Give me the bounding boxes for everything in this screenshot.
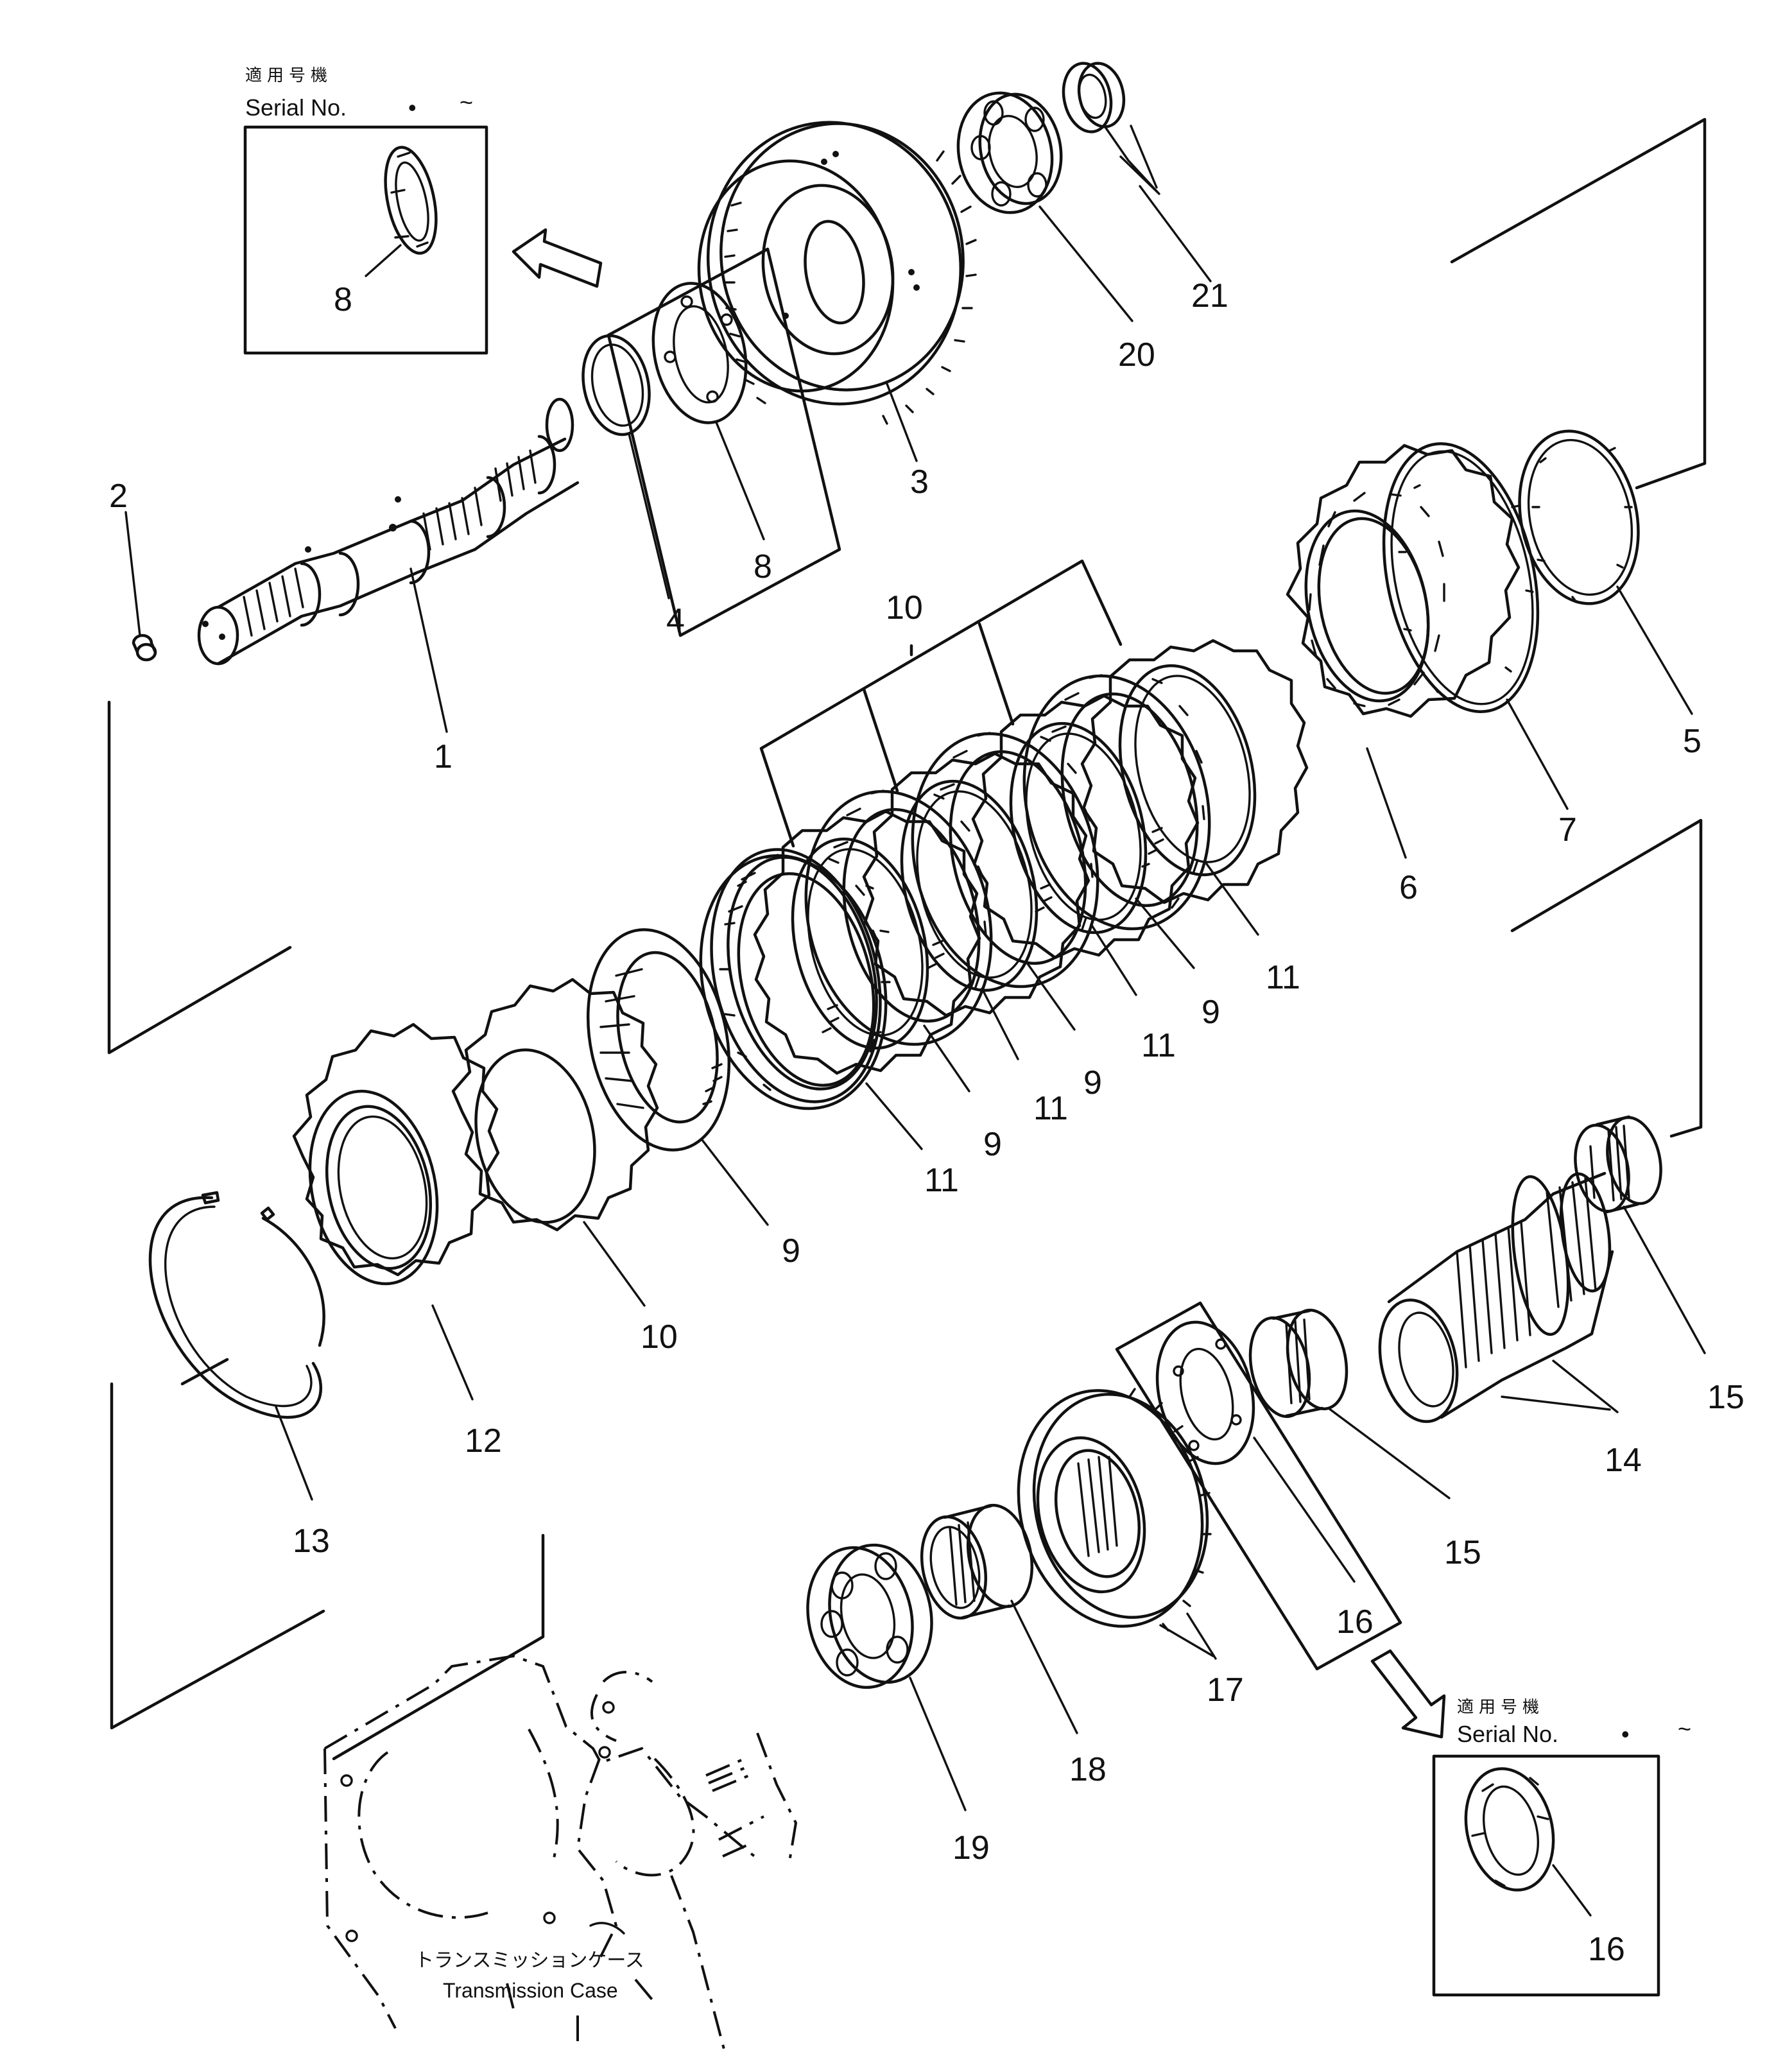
- serial-inset-top: 適用号機 Serial No. • ~ 8: [243, 65, 488, 355]
- callout-9-d: 9: [1202, 994, 1220, 1031]
- arrow-to-inset-bottom: [1370, 1649, 1446, 1739]
- callout-1: 1: [434, 738, 452, 775]
- inset-top-bullet: •: [408, 94, 417, 121]
- callout-14: 14: [1605, 1442, 1642, 1479]
- inset-top-serial-label: Serial No.: [245, 94, 347, 121]
- case-en-label: Transmission Case: [443, 1979, 618, 2002]
- washer-16-inset: [1464, 1767, 1555, 1892]
- callout-10-top: 10: [886, 589, 923, 626]
- callout-8-inset: 8: [334, 281, 352, 318]
- callout-10-bottom: 10: [641, 1318, 678, 1356]
- inset-bottom-jp-label: 適用号機: [1457, 1697, 1544, 1716]
- callout-11-c: 11: [1141, 1027, 1176, 1064]
- separator-plate-part-6: [1286, 444, 1521, 718]
- needle-bearing-part-18: [920, 1503, 1034, 1620]
- callout-7: 7: [1558, 811, 1577, 849]
- callout-15-lower: 15: [1444, 1534, 1481, 1571]
- callout-20: 20: [1118, 336, 1155, 374]
- callout-12: 12: [465, 1422, 502, 1460]
- snap-ring-part-21: [1062, 62, 1126, 134]
- callout-9-a: 9: [782, 1232, 800, 1270]
- pin-part-2: [132, 634, 157, 662]
- bearing-part-20: [956, 91, 1063, 214]
- roller-bearing-part-15-upper: [1574, 1115, 1662, 1214]
- transmission-case: トランスミッションケース Transmission Case: [323, 1654, 798, 2054]
- inset-bottom-serial-label: Serial No.: [1457, 1721, 1558, 1747]
- callout-18: 18: [1069, 1751, 1107, 1788]
- roller-bearing-part-15-lower: [1248, 1308, 1348, 1419]
- case-jp-label: トランスミッションケース: [415, 1950, 644, 1971]
- serial-inset-bottom: 適用号機 Serial No. • ~ 16: [1432, 1697, 1691, 1997]
- bearing-part-19: [806, 1543, 933, 1689]
- ring-part-5: [1518, 429, 1640, 605]
- snap-ring-part-13: [148, 1191, 325, 1419]
- gear-shaft-part-14: [1378, 1171, 1614, 1423]
- friction-disc-part-9: [586, 928, 731, 1152]
- disc-11-c: [971, 694, 1200, 960]
- inset-top-box: [243, 125, 488, 355]
- callout-2: 2: [109, 478, 128, 515]
- callout-11-d: 11: [1266, 959, 1300, 996]
- separator-plate-part-10: [451, 978, 659, 1232]
- clutch-disc-pack: [699, 639, 1309, 1110]
- disc-11-rear: [1080, 639, 1309, 904]
- ring-part-7: [1382, 442, 1540, 713]
- bracket-10: 10: [759, 559, 1123, 848]
- inset-bottom-box: [1432, 1754, 1660, 1997]
- callout-17: 17: [1207, 1671, 1244, 1709]
- callout-5: 5: [1683, 723, 1702, 760]
- inset-top-jp-label: 適用号機: [245, 65, 332, 85]
- callout-6: 6: [1399, 869, 1418, 906]
- inset-top-dash: ~: [460, 89, 473, 116]
- clutch-drum-part-3: [697, 121, 977, 425]
- arrow-to-inset-top: [512, 228, 603, 288]
- washer-8-group: 8: [607, 247, 841, 637]
- callout-16-inset: 16: [1588, 1931, 1625, 1968]
- callout-8: 8: [754, 548, 772, 585]
- inset-bottom-bullet: •: [1621, 1721, 1630, 1747]
- callout-16: 16: [1336, 1603, 1374, 1641]
- disc-9-d: [1022, 674, 1211, 931]
- callout-13: 13: [293, 1523, 330, 1560]
- gear-part-17: [1017, 1388, 1212, 1632]
- callout-11-a: 11: [924, 1162, 959, 1199]
- inset-bottom-dash: ~: [1678, 1716, 1691, 1742]
- callout-9-b: 9: [983, 1126, 1002, 1163]
- disc-11-front: [710, 848, 891, 1103]
- washer-8-inset: [384, 146, 438, 255]
- callout-21: 21: [1191, 277, 1228, 315]
- callout-3: 3: [910, 463, 929, 501]
- callout-19: 19: [952, 1829, 990, 1867]
- piston-part-12: [292, 1023, 500, 1286]
- callout-9-c: 9: [1083, 1064, 1102, 1101]
- disc-9-b: [804, 790, 993, 1046]
- callout-11-b: 11: [1033, 1090, 1068, 1127]
- callout-15-upper: 15: [1707, 1379, 1745, 1416]
- snap-ring-part-4: [582, 334, 651, 436]
- disc-11-a: [753, 809, 981, 1075]
- main-shaft-part-1: [197, 397, 580, 666]
